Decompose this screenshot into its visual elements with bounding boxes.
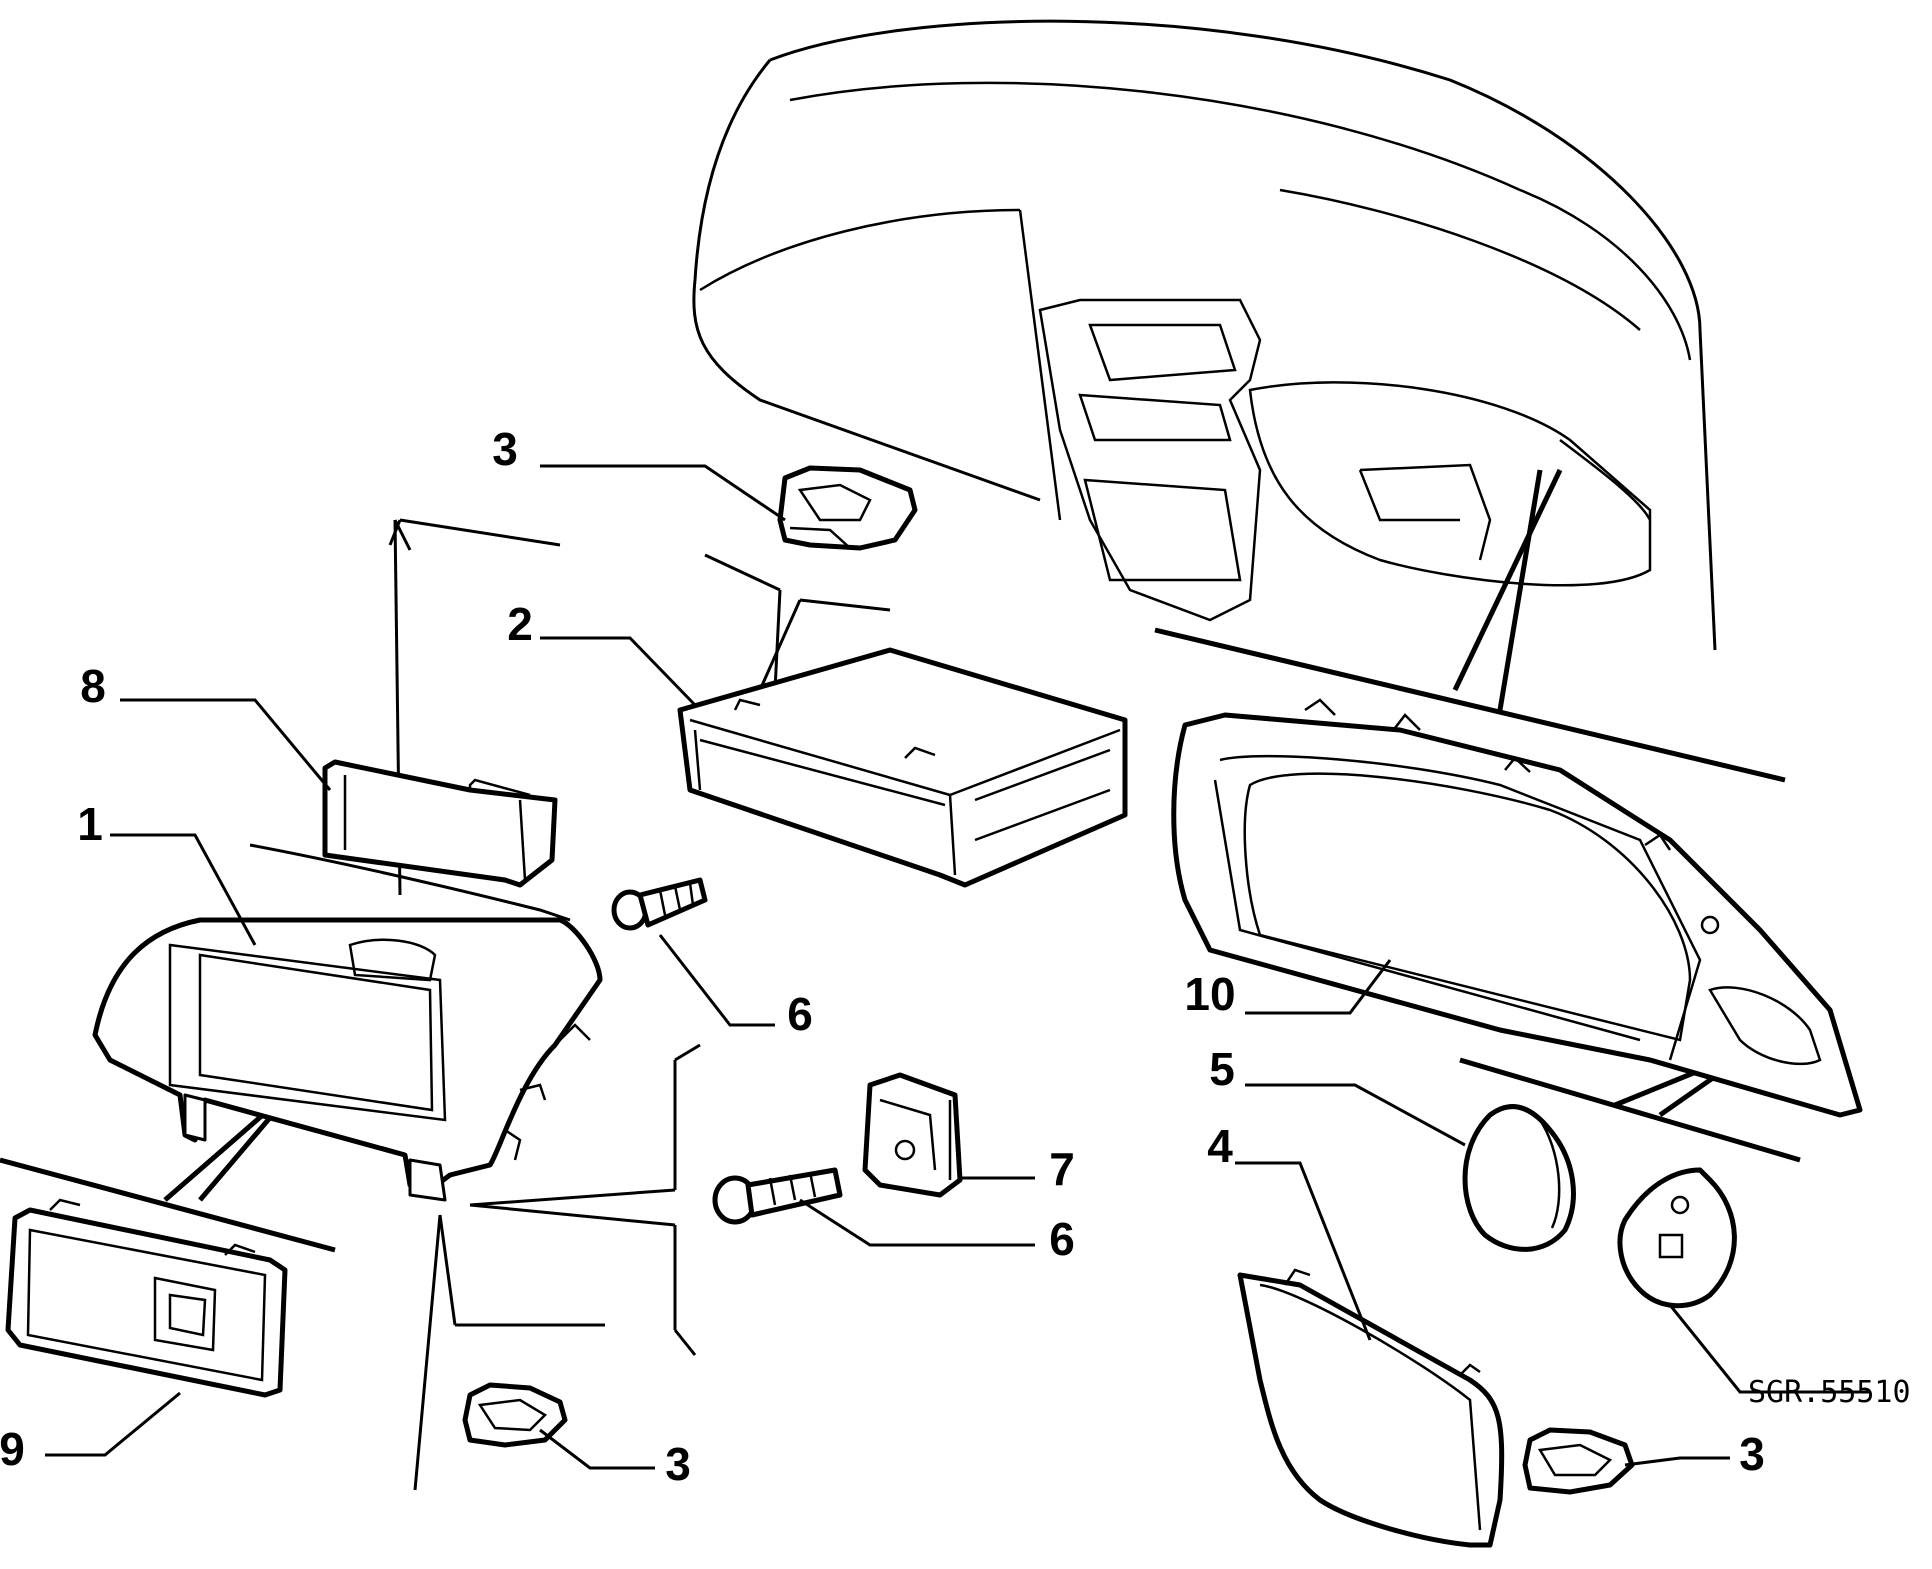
part-6-screw-lower (712, 1167, 843, 1225)
part-8-bracket (322, 759, 558, 888)
callout-leader-lines (45, 464, 1870, 1470)
assembly-guide-lines (0, 468, 1801, 1491)
callout-6-upper: 6 (787, 988, 813, 1040)
part-7-spring-nut (862, 1072, 963, 1198)
part-2-radio-housing (677, 647, 1128, 888)
callout-5: 5 (1209, 1043, 1235, 1095)
part-5-round-cover (1462, 1104, 1576, 1252)
callout-6-lower: 6 (1049, 1213, 1075, 1265)
part-3-clip-lower-right (1522, 1427, 1635, 1495)
callout-3-lower-left: 3 (665, 1438, 691, 1490)
part-switch-panel (1617, 1167, 1737, 1309)
callout-2: 2 (507, 598, 533, 650)
callout-labels: 3 2 8 1 6 10 5 4 7 6 9 3 3 (0, 423, 1765, 1490)
callout-8: 8 (80, 660, 106, 712)
callout-7: 7 (1049, 1143, 1075, 1195)
drawing-code: SGR.55510 (1748, 1375, 1911, 1410)
part-9-trim-panel (5, 1198, 288, 1398)
callout-3-top: 3 (492, 423, 518, 475)
callout-10: 10 (1184, 968, 1235, 1020)
callout-9: 9 (0, 1423, 25, 1475)
part-1-center-fascia (92, 917, 603, 1202)
part-3-clip-top (777, 465, 918, 551)
callout-1: 1 (77, 798, 103, 850)
callout-4: 4 (1207, 1120, 1233, 1172)
callout-3-lower-right: 3 (1739, 1428, 1765, 1480)
part-10-cluster-surround (1171, 698, 1863, 1118)
part-4-side-trim (1237, 1268, 1505, 1548)
dashboard-outline (692, 19, 1717, 651)
part-6-screw-upper (611, 877, 708, 931)
